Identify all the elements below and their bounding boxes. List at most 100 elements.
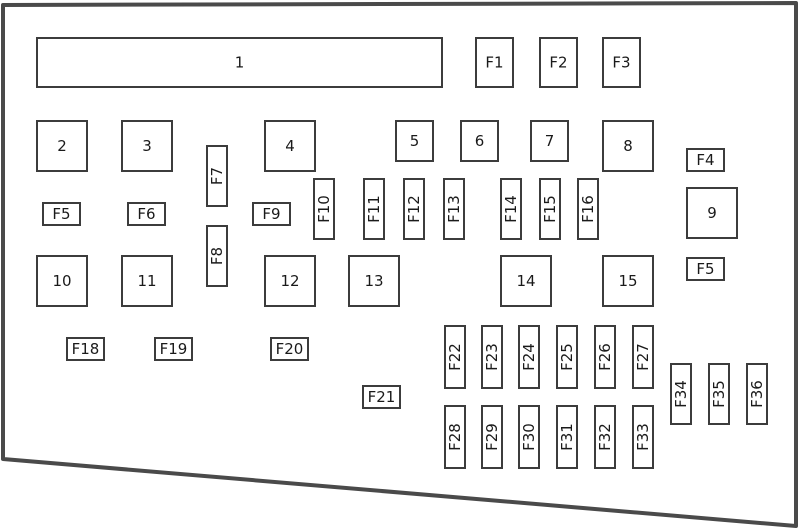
fuse-f4: F4 bbox=[686, 148, 725, 172]
fuse-f30: F30 bbox=[518, 405, 540, 469]
fuse-f5-right-label: F5 bbox=[696, 260, 714, 278]
fuse-f14-outline bbox=[500, 178, 522, 240]
fuse-f33: F33 bbox=[632, 405, 654, 469]
fuse-f21: F21 bbox=[362, 385, 401, 409]
fuse-f22: F22 bbox=[444, 325, 466, 389]
fuse-f21-label: F21 bbox=[368, 388, 396, 406]
fuse-f5-right: F5 bbox=[686, 257, 725, 281]
relay-15-outline bbox=[602, 255, 654, 307]
relay-12: 12 bbox=[264, 255, 316, 307]
fuse-f14-label: F14 bbox=[502, 195, 520, 223]
fuse-f6-label: F6 bbox=[137, 205, 155, 223]
relay-7-label: 7 bbox=[545, 132, 555, 150]
fuse-f24: F24 bbox=[518, 325, 540, 389]
fuse-f11-label: F11 bbox=[365, 195, 383, 223]
fuse-f29: F29 bbox=[481, 405, 503, 469]
fuse-f12: F12 bbox=[403, 178, 425, 240]
fuse-f31-outline bbox=[556, 405, 578, 469]
fuse-f8-label: F8 bbox=[208, 247, 226, 265]
relay-4-outline bbox=[264, 120, 316, 172]
relay-14-label: 14 bbox=[516, 272, 535, 290]
fuse-f1-outline bbox=[475, 37, 514, 88]
fuse-f27-label: F27 bbox=[634, 343, 652, 371]
fuse-f25-outline bbox=[556, 325, 578, 389]
fuse-f35-label: F35 bbox=[710, 380, 728, 408]
fuse-f23-label: F23 bbox=[483, 343, 501, 371]
fuse-f7-label: F7 bbox=[208, 167, 226, 185]
fuse-f15-outline bbox=[539, 178, 561, 240]
fuse-f4-label: F4 bbox=[696, 151, 714, 169]
fuse-f16: F16 bbox=[577, 178, 599, 240]
fuse-f27: F27 bbox=[632, 325, 654, 389]
fuse-f10-label: F10 bbox=[315, 195, 333, 223]
fuse-f26-outline bbox=[594, 325, 616, 389]
fuse-f36-label: F36 bbox=[748, 380, 766, 408]
relay-12-label: 12 bbox=[280, 272, 299, 290]
relay-3-label: 3 bbox=[142, 137, 152, 155]
fuse-f32-outline bbox=[594, 405, 616, 469]
fuse-f32: F32 bbox=[594, 405, 616, 469]
relay-12-outline bbox=[264, 255, 316, 307]
fuse-f11-outline bbox=[363, 178, 385, 240]
fuse-f24-label: F24 bbox=[520, 343, 538, 371]
fuse-f33-label: F33 bbox=[634, 423, 652, 451]
fuse-f9: F9 bbox=[252, 202, 291, 226]
fuse-f26-label: F26 bbox=[596, 343, 614, 371]
relay-9-label: 9 bbox=[707, 204, 717, 222]
fuse-f14: F14 bbox=[500, 178, 522, 240]
fuse-f9-outline bbox=[252, 202, 291, 226]
relay-5-label: 5 bbox=[410, 132, 420, 150]
fuse-f18-label: F18 bbox=[72, 340, 100, 358]
fuse-f5-right-outline bbox=[686, 257, 725, 281]
relay-13: 13 bbox=[348, 255, 400, 307]
relay-10-label: 10 bbox=[52, 272, 71, 290]
relay-2-outline bbox=[36, 120, 88, 172]
fuse-f1-label: F1 bbox=[485, 54, 503, 72]
relay-4-label: 4 bbox=[285, 137, 295, 155]
fuse-f35-outline bbox=[708, 363, 730, 425]
fuse-f27-outline bbox=[632, 325, 654, 389]
fuse-f13-label: F13 bbox=[445, 195, 463, 223]
relay-6-outline bbox=[460, 120, 499, 162]
fuse-f28: F28 bbox=[444, 405, 466, 469]
fuse-f9-label: F9 bbox=[262, 205, 280, 223]
fuse-f12-label: F12 bbox=[405, 195, 423, 223]
relay-3-outline bbox=[121, 120, 173, 172]
fuse-f15: F15 bbox=[539, 178, 561, 240]
relay-4: 4 bbox=[264, 120, 316, 172]
fuse-f16-outline bbox=[577, 178, 599, 240]
fuse-f21-outline bbox=[362, 385, 401, 409]
relay-9: 9 bbox=[686, 187, 738, 239]
fuse-f20: F20 bbox=[270, 337, 309, 361]
fuse-f19-outline bbox=[154, 337, 193, 361]
fuse-f8: F8 bbox=[206, 225, 228, 287]
fuse-f5-left-label: F5 bbox=[52, 205, 70, 223]
fuse-f35: F35 bbox=[708, 363, 730, 425]
fuse-f6-outline bbox=[127, 202, 166, 226]
fuse-f11: F11 bbox=[363, 178, 385, 240]
relay-11-outline bbox=[121, 255, 173, 307]
relay-10-outline bbox=[36, 255, 88, 307]
fuse-f13-outline bbox=[443, 178, 465, 240]
fuse-f20-label: F20 bbox=[276, 340, 304, 358]
fuse-f29-outline bbox=[481, 405, 503, 469]
relay-1: 1 bbox=[36, 37, 443, 88]
relay-8: 8 bbox=[602, 120, 654, 172]
fuse-f22-outline bbox=[444, 325, 466, 389]
fuse-f31-label: F31 bbox=[558, 423, 576, 451]
fuse-f22-label: F22 bbox=[446, 343, 464, 371]
fuse-f36: F36 bbox=[746, 363, 768, 425]
relay-1-outline bbox=[36, 37, 443, 88]
relay-5: 5 bbox=[395, 120, 434, 162]
fuse-f34-outline bbox=[670, 363, 692, 425]
fuse-f36-outline bbox=[746, 363, 768, 425]
relay-8-label: 8 bbox=[623, 137, 633, 155]
fuse-f25: F25 bbox=[556, 325, 578, 389]
fuse-f3: F3 bbox=[602, 37, 641, 88]
fuse-f33-outline bbox=[632, 405, 654, 469]
fuse-f30-outline bbox=[518, 405, 540, 469]
fuse-f3-label: F3 bbox=[612, 54, 630, 72]
fuse-f26: F26 bbox=[594, 325, 616, 389]
